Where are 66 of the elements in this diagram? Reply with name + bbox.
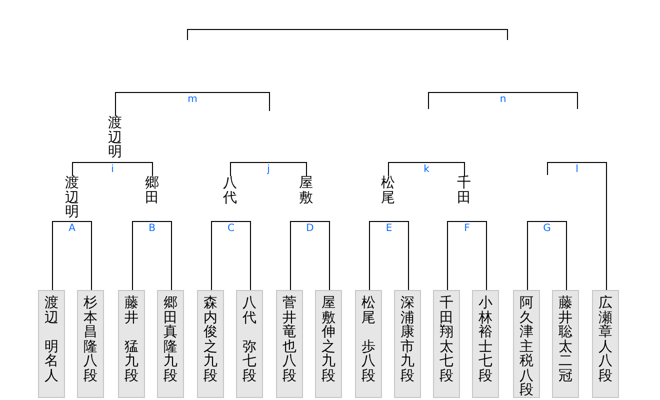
match-label: G — [542, 224, 552, 234]
match-label: E — [384, 224, 394, 234]
bracket-line — [72, 162, 153, 176]
player-box — [472, 290, 499, 398]
winner-name: 郷田 — [145, 176, 159, 205]
player-name: 渡辺 — [44, 296, 58, 325]
match-label: D — [305, 224, 315, 234]
bracket-line — [115, 92, 270, 116]
player-box — [118, 290, 145, 398]
player-name: 明名人 — [44, 340, 58, 383]
bracket-line — [230, 162, 307, 176]
bracket-line — [388, 162, 465, 176]
player-box — [433, 290, 460, 398]
player-name: 阿久津主税八段 — [520, 296, 534, 398]
player-box — [157, 290, 184, 398]
bracket-line — [132, 221, 172, 290]
winner-name: 八代 — [223, 176, 237, 205]
player-box — [77, 290, 104, 398]
player-box — [197, 290, 224, 398]
bracket-line — [369, 221, 409, 290]
player-name: 小林裕士七段 — [478, 296, 492, 383]
player-box — [513, 290, 540, 398]
player-name: 屋敷伸之九段 — [322, 296, 336, 383]
player-name: 歩八段 — [362, 340, 376, 383]
winner-name: 屋敷 — [299, 176, 313, 205]
player-name: 猛九段 — [124, 340, 138, 383]
winner-name: 千田 — [457, 176, 471, 205]
bracket-line — [547, 162, 607, 290]
match-label: k — [422, 165, 430, 175]
match-label: j — [266, 165, 271, 175]
player-box — [355, 290, 382, 398]
player-name: 郷田真隆九段 — [164, 296, 178, 383]
winner-name: 渡辺明 — [108, 116, 122, 160]
match-label: n — [498, 95, 508, 105]
match-label: A — [68, 224, 76, 234]
player-name: 森内俊之九段 — [204, 296, 218, 383]
player-name: 杉本昌隆八段 — [84, 296, 98, 383]
player-box — [315, 290, 342, 398]
bracket-line — [211, 221, 251, 290]
player-name: 藤井聡太二冠 — [558, 296, 572, 383]
match-label: l — [574, 165, 580, 175]
player-name: 八代 — [242, 296, 256, 325]
match-label: C — [226, 224, 236, 234]
winner-name: 松尾 — [381, 176, 395, 205]
match-label: F — [463, 224, 471, 234]
player-name: 菅井竜也八段 — [282, 296, 296, 383]
bracket-line — [290, 221, 330, 290]
player-name: 松尾 — [362, 296, 376, 325]
bracket-line — [447, 221, 487, 290]
bracket-line — [527, 221, 567, 290]
match-label: m — [186, 95, 198, 105]
bracket-line — [52, 221, 92, 290]
player-name: 弥七段 — [242, 340, 256, 383]
player-name: 広瀬章人八段 — [598, 296, 612, 383]
match-label: i — [110, 165, 115, 175]
player-name: 千田翔太七段 — [440, 296, 454, 383]
player-box — [236, 290, 263, 398]
player-box — [592, 290, 619, 398]
player-name: 深浦康市九段 — [400, 296, 414, 383]
winner-name: 渡辺明 — [65, 176, 79, 220]
player-box — [38, 290, 65, 398]
player-box — [394, 290, 421, 398]
player-name: 藤井 — [124, 296, 138, 325]
match-label: B — [148, 224, 156, 234]
player-box — [276, 290, 303, 398]
player-box — [552, 290, 579, 398]
